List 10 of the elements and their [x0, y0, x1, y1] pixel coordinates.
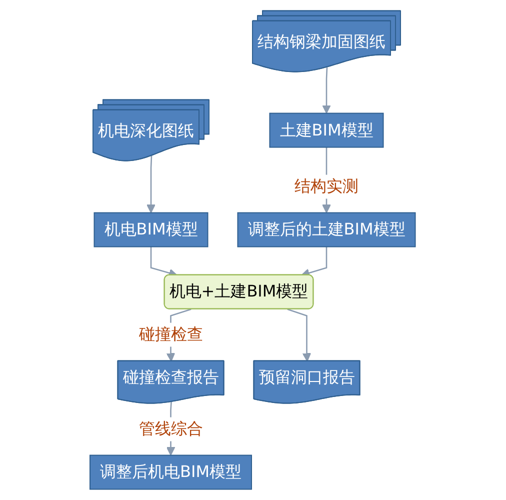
node-box: 调整后机电BIM模型 — [90, 454, 252, 490]
edge-label: 管线综合 — [139, 419, 204, 438]
arrow — [322, 67, 332, 114]
edge-label: 结构实测 — [294, 176, 359, 196]
edge-label: 碰撞检查 — [139, 324, 204, 344]
arrow — [146, 156, 156, 214]
node-box: 土建BIM模型 — [270, 112, 384, 148]
node-box: 机电BIM模型 — [94, 212, 209, 248]
node-box: 调整后的土建BIM模型 — [238, 212, 416, 248]
arrow — [288, 308, 312, 362]
